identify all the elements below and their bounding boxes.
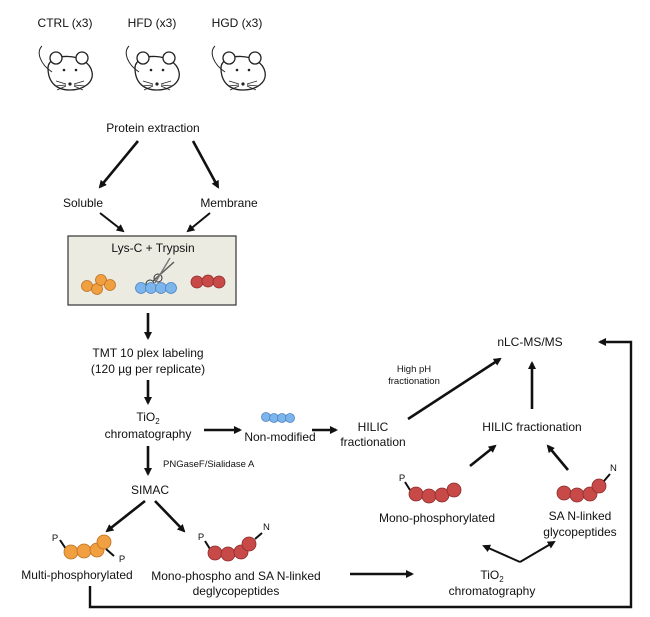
mono-phos-label: Mono-phosphorylated [379, 511, 495, 525]
tio2-label-left: TiO2 [136, 410, 160, 426]
arrow-membrane-to-digest [186, 212, 211, 233]
multi-phospho-peptide-icon [59, 534, 115, 560]
nonmodified-label: Non-modified [244, 430, 315, 444]
mono-phos-p-mark: P [399, 473, 405, 484]
multi-p-mark-2: P [119, 554, 125, 565]
sa-glyco-label-2: glycopeptides [543, 525, 616, 539]
mono-sa-p-mark: P [198, 532, 204, 543]
group-label-hfd: HFD (x3) [128, 16, 177, 30]
tmt-label-line1: TMT 10 plex labeling [92, 346, 203, 360]
sa-glyco-label-1: SA N-linked [549, 509, 612, 523]
mouse-ctrl-icon [38, 45, 93, 91]
chromatography-label-left: chromatography [105, 427, 192, 441]
arrow-to-membrane [191, 140, 220, 189]
blue-peptide-icon [135, 282, 177, 294]
sa-glyco-n-mark: N [610, 463, 617, 474]
chromatography-label-right: chromatography [449, 584, 536, 598]
simac-label: SIMAC [131, 483, 169, 497]
mono-sa-label-1: Mono-phospho and SA N-linked [151, 569, 320, 583]
arrow-simac-to-multi [105, 499, 146, 533]
mono-phospho-peptide-icon [404, 481, 462, 504]
mouse-hgd-icon [211, 45, 266, 91]
arrow-simac-to-mono-sa [154, 500, 186, 533]
orange-peptide-icon [81, 274, 116, 295]
multi-phos-label: Multi-phosphorylated [21, 568, 132, 582]
arrow-to-soluble [98, 140, 140, 189]
loop-multi-to-nlc [88, 338, 633, 609]
hilic-label-2: fractionation [340, 435, 405, 449]
arrow-tio2r-to-sa [519, 540, 556, 563]
hilic-label-1: HILIC [358, 420, 389, 434]
tio2-label-right: TiO2 [480, 568, 504, 584]
membrane-label: Membrane [200, 196, 258, 210]
high-ph-label-2: fractionation [388, 376, 440, 387]
red-peptide-icon [190, 274, 226, 289]
tmt-label-line2: (120 µg per replicate) [91, 362, 205, 376]
soluble-label: Soluble [63, 196, 103, 210]
group-label-hgd: HGD (x3) [212, 16, 263, 30]
nonmodified-peptide-icon [261, 412, 295, 423]
pngase-label: PNGaseF/Sialidase A [163, 459, 255, 470]
mono-sa-label-2: deglycopeptides [193, 584, 280, 598]
digestion-label: Lys-C + Trypsin [111, 241, 194, 255]
sa-glyco-peptide-icon [556, 473, 611, 503]
arrow-tio2r-to-monophos [482, 544, 521, 563]
nlc-msms-label: nLC-MS/MS [497, 335, 562, 349]
high-ph-label-1: High pH [397, 364, 431, 375]
mono-sa-peptide-icon [204, 532, 263, 562]
mouse-hfd-icon [125, 45, 180, 91]
arrow-hilic-to-nlc [407, 357, 502, 421]
group-label-ctrl: CTRL (x3) [38, 16, 93, 30]
mono-sa-n-mark: N [263, 522, 270, 533]
arrow-monophos-to-hilicfrac [469, 444, 497, 468]
multi-p-mark-1: P [52, 533, 58, 544]
protein-extraction-label: Protein extraction [106, 121, 199, 135]
hilic-fractionation-label: HILIC fractionation [482, 420, 581, 434]
arrow-sa-to-hilicfrac [546, 444, 569, 471]
arrow-soluble-to-digest [99, 212, 125, 233]
